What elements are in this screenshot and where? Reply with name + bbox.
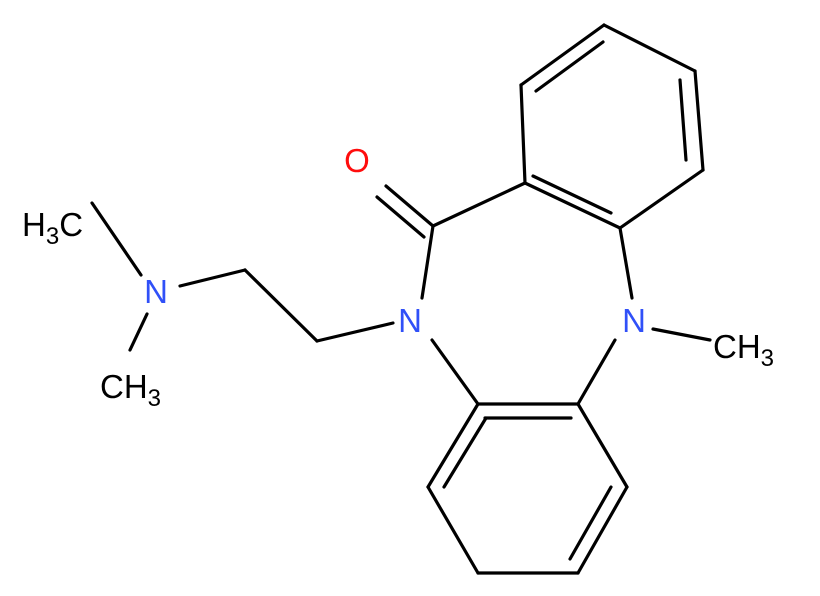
methyl-subscript: 3: [761, 345, 774, 372]
bond: [576, 338, 617, 406]
bond: [576, 402, 629, 489]
bond: [678, 78, 688, 162]
bond: [384, 184, 435, 228]
bond: [519, 83, 527, 185]
bond: [531, 174, 613, 215]
bond: [426, 485, 480, 575]
bond: [519, 23, 606, 87]
methyl-group-right: CH3: [713, 328, 774, 372]
bottom-benzene-ring: [426, 402, 629, 575]
bond: [576, 485, 629, 575]
bond: [420, 224, 435, 300]
bond: [128, 312, 149, 352]
bond: [618, 226, 634, 300]
methyl-group-top-left: H3C: [22, 206, 83, 250]
bond: [534, 40, 605, 93]
bond: [568, 485, 613, 561]
top-benzene-ring: [519, 23, 705, 230]
methyl-subscript: 3: [148, 385, 161, 412]
dimethylaminoethyl-chain: [90, 201, 395, 352]
bond: [618, 168, 705, 230]
bond: [430, 338, 480, 406]
bond: [442, 416, 488, 489]
bond: [523, 181, 622, 230]
oxygen-atom: O: [344, 142, 370, 179]
methyl-group-bottom-left: CH3: [100, 368, 161, 412]
nitrogen-atom-amide: N: [398, 302, 422, 339]
n-methyl-bond: [651, 327, 712, 342]
bond: [178, 268, 247, 288]
bond: [426, 402, 480, 489]
bond: [315, 321, 395, 343]
nitrogen-atom-dimethylamino: N: [144, 273, 168, 310]
bond: [375, 195, 426, 239]
nitrogen-atom-methyl: N: [622, 302, 646, 339]
diazepine-ring: [420, 181, 634, 406]
bond: [602, 23, 697, 73]
methyl-tail: C: [59, 206, 83, 243]
methyl-subscript: 3: [46, 223, 59, 250]
methyl-main: CH: [100, 368, 148, 405]
methyl-main: H: [22, 206, 46, 243]
carbonyl-bond: [375, 184, 435, 239]
bond: [431, 181, 527, 228]
bond: [90, 201, 143, 277]
bond: [693, 69, 705, 172]
methyl-main: CH: [713, 328, 761, 365]
bond: [243, 268, 319, 343]
